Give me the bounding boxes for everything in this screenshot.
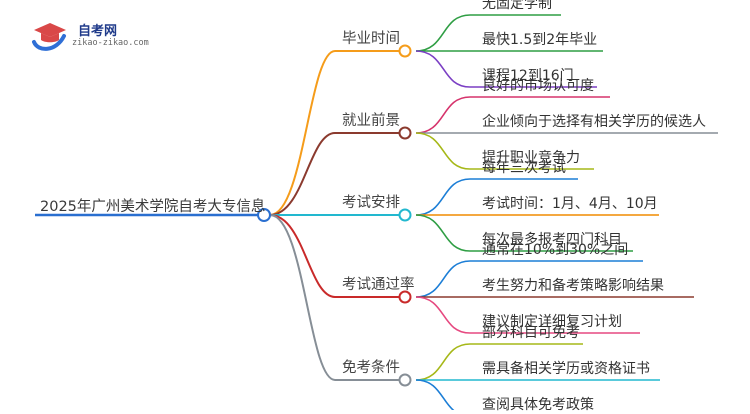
branch-toggle-1[interactable] [398,44,412,58]
leaf-label-2-2: 企业倾向于选择有相关学历的候选人 [482,114,706,130]
branch-label-4: 考试通过率 [342,277,415,293]
leaf-connector [415,178,471,216]
graduation-cap-icon [32,23,66,51]
branch-toggle-5[interactable] [398,373,412,387]
branch-toggle-2[interactable] [398,126,412,140]
leaf-label-5-1: 部分科目可免考 [482,325,580,341]
branch-toggle-4[interactable] [398,290,412,304]
leaf-label-3-3: 每次最多报考四门科目 [482,232,622,248]
branch-toggle-3[interactable] [398,208,412,222]
branch-connector [269,214,336,381]
leaf-label-1-3: 课程12到16门 [482,68,574,84]
branch-label-2: 就业前景 [342,113,400,129]
root-toggle[interactable] [257,208,271,222]
branch-connector [269,214,336,298]
leaf-connector [415,260,471,298]
leaf-label-5-3: 查阅具体免考政策 [482,397,594,413]
leaf-label-3-1: 每年三次考试 [482,160,566,176]
leaf-connector [415,379,455,410]
leaf-connector [415,132,471,170]
leaf-label-2-1: 良好的市场认可度 [482,78,594,94]
leaf-connector [415,214,471,252]
leaf-connector [415,296,471,334]
logo-url: zikao-zikao.com [72,38,149,48]
root-node-label: 2025年广州美术学院自考大专信息 [40,199,266,215]
leaf-connector [415,96,471,134]
branch-label-3: 考试安排 [342,195,400,211]
leaf-label-4-3: 建议制定详细复习计划 [482,314,622,330]
leaf-connector [415,14,471,52]
logo-title: 自考网 [78,24,118,39]
branch-label-5: 免考条件 [342,360,400,376]
leaf-label-4-1: 通常在10%到30%之间 [482,242,629,258]
leaf-label-2-3: 提升职业竞争力 [482,150,580,166]
site-logo: 自考网 zikao-zikao.com [30,16,180,56]
leaf-label-4-2: 考生努力和备考策略影响结果 [482,278,664,294]
leaf-connector [415,50,471,88]
leaf-label-3-2: 考试时间：1月、4月、10月 [482,196,658,212]
leaf-label-1-2: 最快1.5到2年毕业 [482,32,598,48]
leaf-label-5-2: 需具备相关学历或资格证书 [482,361,650,377]
branch-label-1: 毕业时间 [342,31,400,47]
branch-connector [269,50,336,216]
leaf-label-1-1: 无固定学制 [482,0,552,12]
branch-connector [269,132,336,216]
leaf-connector [415,343,471,381]
